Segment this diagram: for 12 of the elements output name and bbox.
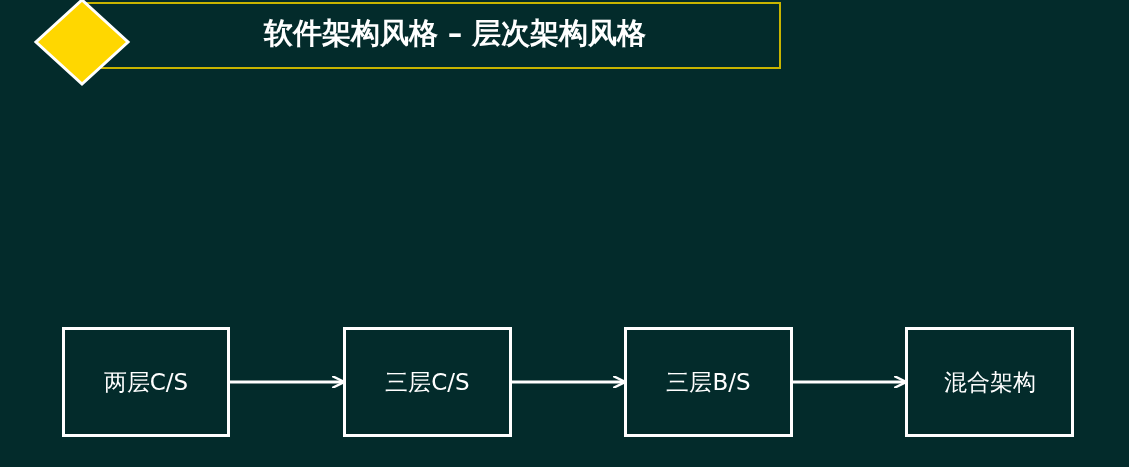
arrow	[793, 374, 908, 390]
title: 软件架构风格 – 层次架构风格	[262, 15, 648, 52]
process-box	[905, 327, 1074, 437]
arrow	[230, 374, 346, 390]
box-label: 两层C/S	[103, 367, 189, 397]
box-label: 三层B/S	[666, 367, 751, 397]
process-box	[343, 327, 512, 437]
arrow	[512, 374, 627, 390]
box-label: 三层C/S	[385, 367, 470, 397]
process-box	[624, 327, 793, 437]
process-box	[62, 327, 230, 437]
box-label: 混合架构	[943, 367, 1036, 397]
